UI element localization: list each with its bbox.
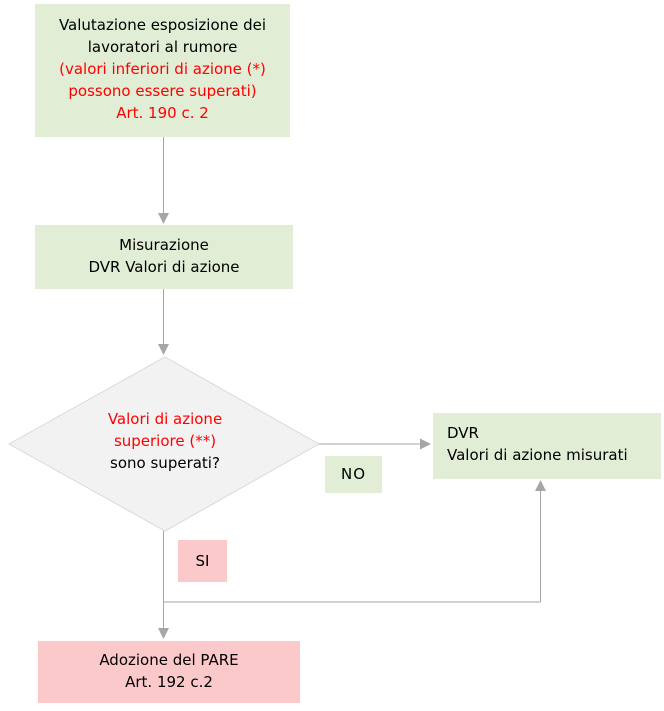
misurazione-line: Misurazione xyxy=(119,236,209,254)
dvr-line: Valori di azione misurati xyxy=(447,446,628,464)
misurazione-line: DVR Valori di azione xyxy=(88,258,240,276)
decision-diamond-shape xyxy=(7,356,321,532)
node-valutazione-rumore: Valutazione esposizione dei lavoratori a… xyxy=(35,4,290,137)
valutazione-line: lavoratori al rumore xyxy=(87,38,238,56)
node-misurazione: Misurazione DVR Valori di azione xyxy=(35,225,293,289)
node-dvr-valori-misurati: DVR Valori di azione misurati xyxy=(433,413,661,479)
valutazione-line: Valutazione esposizione dei xyxy=(58,16,267,34)
arrowhead-to-decision xyxy=(158,344,169,355)
decision-line: superiore (**) xyxy=(113,432,217,450)
node-decision-valori-azione: Valori di azione superiore (**) sono sup… xyxy=(45,408,285,474)
arrowhead-to-dvr xyxy=(420,438,431,450)
dvr-line: DVR xyxy=(447,424,479,442)
arrowhead-loop-to-dvr xyxy=(535,480,546,491)
decision-question-line: sono superati? xyxy=(110,454,220,472)
valutazione-note-line: possono essere superati) xyxy=(68,82,257,100)
branch-label-no: NO xyxy=(325,456,382,493)
valutazione-note-line: (valori inferiori di azione (*) xyxy=(59,60,266,78)
node-adozione-pare: Adozione del PARE Art. 192 c.2 xyxy=(38,641,300,703)
valutazione-article-ref: Art. 190 c. 2 xyxy=(116,104,209,122)
branch-label-si: SI xyxy=(178,540,227,582)
arrowhead-to-pare xyxy=(158,628,169,639)
pare-line: Adozione del PARE xyxy=(99,651,239,669)
decision-line: Valori di azione xyxy=(107,410,223,428)
pare-article-ref: Art. 192 c.2 xyxy=(125,673,213,691)
arrowhead-to-misurazione xyxy=(158,213,169,224)
